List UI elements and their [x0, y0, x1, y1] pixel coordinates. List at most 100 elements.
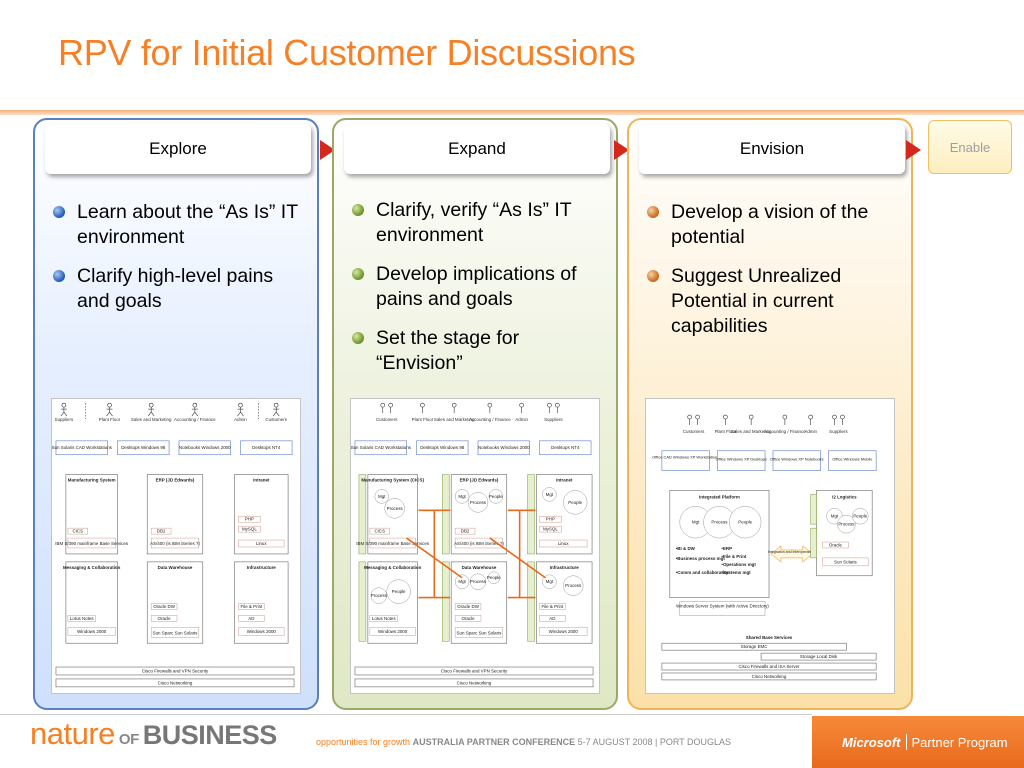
list-item: Suggest Unrealized Potential in current … [645, 264, 900, 339]
svg-text:Office CAD Windows XP Workstat: Office CAD Windows XP Workstations [652, 455, 719, 460]
microsoft-partner-logo: Microsoft Partner Program [812, 716, 1024, 768]
person-icon [272, 402, 280, 417]
svg-text:Notebooks Windows 2000: Notebooks Windows 2000 [179, 445, 231, 450]
svg-text:Manufacturing System (CICS): Manufacturing System (CICS) [361, 478, 424, 483]
svg-text:AS/400 (is IBM iSeries ?): AS/400 (is IBM iSeries ?) [150, 541, 200, 546]
list-item: Develop implications of pains and goals [350, 262, 605, 312]
svg-text:Customers: Customers [376, 417, 398, 422]
svg-text:Desktops NT4: Desktops NT4 [551, 445, 580, 450]
svg-text:Storage Local Disk: Storage Local Disk [800, 654, 838, 659]
list-item: Clarify, verify “As Is” IT environment [350, 198, 605, 248]
svg-text:Desktops Windows 98: Desktops Windows 98 [121, 445, 166, 450]
svg-text:Process: Process [371, 593, 388, 598]
svg-text:Sun Sparc Sun Solaris: Sun Sparc Sun Solaris [457, 630, 503, 635]
bullet-dot-icon [647, 206, 659, 218]
svg-text:AS/400 (is IBM iSeries ?): AS/400 (is IBM iSeries ?) [454, 541, 504, 546]
svg-text:Oracle: Oracle [158, 616, 172, 621]
person-icon [106, 402, 113, 417]
network-bars: Cisco Firewalls and VPN Security Cisco N… [55, 666, 295, 688]
tab-expand[interactable]: Expand [344, 124, 610, 174]
svg-text:Data Warehouse: Data Warehouse [462, 565, 497, 570]
desktop-row: Office CAD Windows XP Workstations Offic… [652, 450, 877, 471]
svg-text:Suppliers: Suppliers [55, 417, 74, 422]
envision-diagram: Customers Plant Floor Sales and Marketin… [645, 398, 895, 694]
svg-text:Windows 2000: Windows 2000 [77, 629, 107, 634]
svg-text:Customers: Customers [265, 417, 287, 422]
svg-text:Office Windows XP Notebooks: Office Windows XP Notebooks [770, 457, 824, 462]
integrated-platform: Integrated Platform Mgt Process People •… [669, 490, 770, 616]
svg-text:Manufacturing System: Manufacturing System [68, 478, 116, 483]
svg-text:Intranet: Intranet [556, 478, 573, 483]
svg-text:Accounting / Finance: Accounting / Finance [764, 429, 806, 434]
svg-text:Integrated Platform: Integrated Platform [699, 494, 740, 499]
tab-envision[interactable]: Envision [639, 124, 905, 174]
svg-text:Windows 2000: Windows 2000 [549, 629, 579, 634]
svg-text:Storage EMC: Storage EMC [741, 644, 769, 649]
svg-text:People: People [738, 520, 752, 525]
logistics-box: i2 Logistics Mgt Process People Oracle S… [810, 490, 873, 577]
bullet-dot-icon [53, 206, 65, 218]
svg-text:Infrastructure: Infrastructure [550, 565, 579, 570]
svg-text:Sun Sparc Sun Solaris: Sun Sparc Sun Solaris [153, 630, 199, 635]
svg-text:•Business process mgt: •Business process mgt [676, 556, 726, 561]
list-item: Clarify high-level pains and goals [51, 264, 301, 314]
footer-divider [0, 714, 812, 715]
as-is-diagram: Suppliers Plant Floor Sales and Marketin… [51, 398, 301, 694]
svg-text:Oracle DW: Oracle DW [153, 604, 176, 609]
svg-text:PHP: PHP [546, 517, 555, 522]
svg-text:Desktops Windows 98: Desktops Windows 98 [420, 445, 465, 450]
svg-text:DB2: DB2 [157, 529, 166, 534]
svg-text:Mgt: Mgt [458, 579, 466, 584]
svg-text:Office Windows XP Desktops: Office Windows XP Desktops [716, 457, 767, 462]
svg-text:Cisco Networking: Cisco Networking [457, 680, 492, 685]
list-item: Learn about the “As Is” IT environment [51, 200, 301, 250]
person-icon [237, 402, 244, 417]
svg-text:ERP (JD Edwards): ERP (JD Edwards) [156, 478, 195, 483]
svg-text:Infrastructure: Infrastructure [247, 565, 276, 570]
svg-text:Mgt: Mgt [546, 579, 554, 584]
svg-text:Integration and interoperabili: Integration and interoperability [768, 550, 816, 554]
svg-text:Admin: Admin [515, 417, 528, 422]
shared-services: Shared Base Services Storage EMC Storage… [661, 635, 877, 681]
svg-text:•Operations mgt: •Operations mgt [721, 562, 756, 567]
svg-text:MySQL: MySQL [543, 527, 558, 532]
svg-text:•BI & DW: •BI & DW [676, 546, 696, 551]
svg-text:File & Print: File & Print [541, 604, 564, 609]
svg-text:IBM S/390 mainframe Base Servi: IBM S/390 mainframe Base Services [55, 541, 129, 546]
expand-diagram: Customers Plant Floor Sales and Marketin… [350, 398, 600, 694]
svg-text:•Systems mgt: •Systems mgt [721, 570, 751, 575]
desktop-row: Sun Solaris CAD Workstations Desktops Wi… [351, 440, 592, 456]
svg-text:Process: Process [470, 500, 487, 505]
envision-panel: Envision Develop a vision of the potenti… [627, 118, 913, 710]
expand-panel: Expand Clarify, verify “As Is” IT enviro… [332, 118, 618, 710]
svg-text:People: People [392, 589, 406, 594]
integration-arrow: Integration and interoperability [768, 545, 816, 563]
svg-text:Cisco Firewalls and VPN Securi: Cisco Firewalls and VPN Security [142, 668, 209, 673]
bullet-dot-icon [352, 204, 364, 216]
svg-text:•File & Print: •File & Print [721, 554, 747, 559]
svg-text:Messaging & Collaboration: Messaging & Collaboration [364, 565, 422, 570]
svg-text:People: People [489, 494, 503, 499]
svg-text:Mgt: Mgt [546, 492, 554, 497]
svg-text:MySQL: MySQL [242, 527, 257, 532]
svg-text:Mgt: Mgt [458, 494, 466, 499]
svg-text:Suppliers: Suppliers [829, 429, 848, 434]
svg-text:CICS: CICS [72, 529, 83, 534]
svg-text:Process: Process [565, 583, 582, 588]
tab-enable[interactable]: Enable [928, 120, 1012, 174]
link-arrows [406, 509, 546, 599]
svg-text:Suppliers: Suppliers [544, 417, 563, 422]
svg-text:AD: AD [549, 616, 555, 621]
svg-text:Cisco Networking: Cisco Networking [752, 674, 787, 679]
svg-text:Process: Process [470, 579, 487, 584]
svg-text:•Comm and collaboration: •Comm and collaboration [676, 570, 730, 575]
svg-text:Windows 2000: Windows 2000 [247, 629, 277, 634]
svg-text:Cisco Networking: Cisco Networking [158, 680, 193, 685]
svg-text:DB2: DB2 [461, 529, 470, 534]
svg-text:Sun Solaris: Sun Solaris [834, 559, 858, 564]
arrow-right-icon [320, 140, 335, 160]
svg-text:Windows Server System (with Ac: Windows Server System (with Active Direc… [676, 604, 769, 609]
svg-text:Desktops NT4: Desktops NT4 [252, 445, 281, 450]
tab-explore[interactable]: Explore [45, 124, 311, 174]
